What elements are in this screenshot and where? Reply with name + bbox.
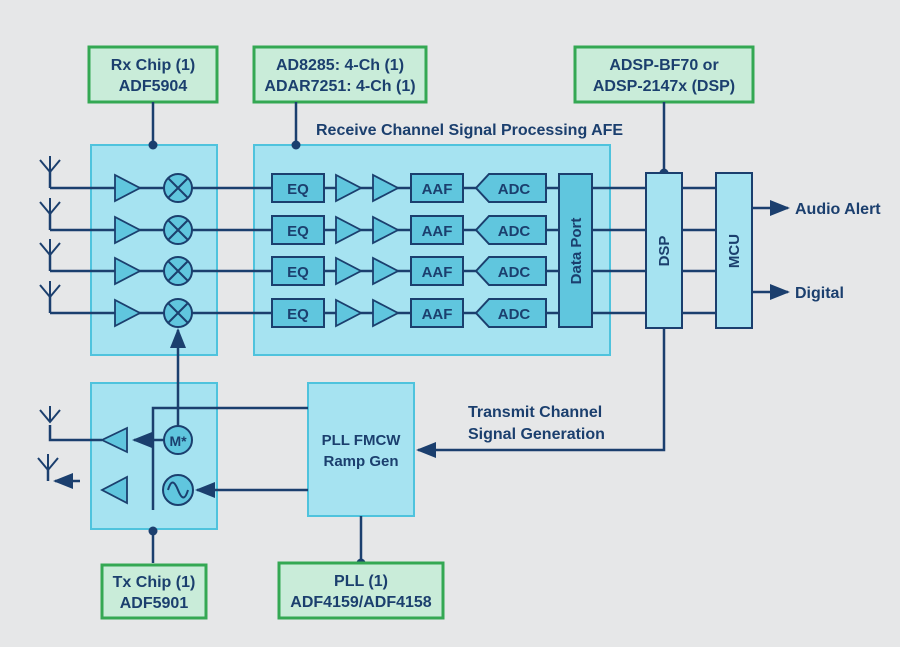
afe-channel-4: EQ AAF ADC — [271, 298, 547, 328]
eq-block — [271, 298, 325, 328]
afe-channel-3: EQ AAF ADC — [271, 256, 547, 286]
antenna-icon — [37, 454, 59, 472]
dsp-chip-name-1: ADSP-BF70 or — [609, 57, 718, 74]
pll-chip-name: PLL (1) — [334, 573, 388, 590]
adc-label: ADC — [498, 223, 531, 240]
pll-block-label-2: Ramp Gen — [323, 453, 398, 470]
audio-alert-label: Audio Alert — [795, 201, 881, 218]
antenna-icon — [39, 406, 61, 424]
tx-label-dot — [148, 526, 158, 536]
pga-amplifier-icon — [372, 256, 400, 286]
rx-chip-label: Rx Chip (1) ADF5904 — [87, 45, 219, 104]
mixer-icon — [163, 256, 193, 286]
eq-label: EQ — [287, 223, 309, 240]
digital-label: Digital — [795, 285, 844, 302]
adc-block — [474, 256, 547, 286]
tx-chip-label: Tx Chip (1) ADF5901 — [100, 563, 208, 620]
antenna-icon — [39, 281, 61, 299]
dsp-block — [645, 172, 683, 329]
pll-chip-part: ADF4159/ADF4158 — [290, 594, 432, 611]
pll-block-label-1: PLL FMCW — [322, 432, 402, 449]
antenna-icon — [39, 239, 61, 257]
afe-chip-name-1: AD8285: 4-Ch (1) — [276, 57, 404, 74]
afe-channel-1: EQ AAF ADC — [271, 173, 547, 203]
antenna-icon — [39, 156, 61, 174]
data-port-block — [558, 173, 593, 328]
rx-chip-part: ADF5904 — [119, 78, 188, 95]
pga-amplifier-icon — [335, 173, 363, 203]
pga-amplifier-icon — [335, 256, 363, 286]
afe-chip-label: AD8285: 4-Ch (1) ADAR7251: 4-Ch (1) — [252, 45, 428, 104]
dsp-to-pll-line — [416, 328, 666, 458]
aaf-block — [410, 298, 464, 328]
pga-amplifier-icon — [335, 298, 363, 328]
pga-amplifier-icon — [372, 173, 400, 203]
adc-label: ADC — [498, 264, 531, 281]
lna-amplifier-icon — [114, 298, 142, 328]
tx-chip-name: Tx Chip (1) — [113, 574, 196, 591]
afe-title: Receive Channel Signal Processing AFE — [316, 122, 623, 139]
pll-chip-label: PLL (1) ADF4159/ADF4158 — [277, 561, 445, 620]
adc-block — [474, 215, 547, 245]
lna-amplifier-icon — [114, 215, 142, 245]
pga-amplifier-icon — [372, 215, 400, 245]
aaf-block — [410, 215, 464, 245]
adc-label: ADC — [498, 181, 531, 198]
aaf-label: AAF — [422, 306, 453, 323]
afe-chip-name-2: ADAR7251: 4-Ch (1) — [264, 78, 415, 95]
tx-chip-part: ADF5901 — [120, 595, 189, 612]
lna-amplifier-icon — [114, 173, 142, 203]
aaf-label: AAF — [422, 264, 453, 281]
dsp-chip-name-2: ADSP-2147x (DSP) — [593, 78, 735, 95]
dsp-chip-label: ADSP-BF70 or ADSP-2147x (DSP) — [573, 45, 755, 104]
modulator-label: M* — [169, 433, 187, 449]
mixer-icon — [163, 215, 193, 245]
pa-amplifier-icon — [99, 426, 128, 454]
adc-block — [474, 298, 547, 328]
mixer-icon — [163, 173, 193, 203]
mixer-icon — [163, 298, 193, 328]
mcu-block — [715, 172, 753, 329]
rx-chip-panel — [90, 144, 218, 356]
pa-amplifier-icon — [100, 475, 128, 505]
aaf-block — [410, 256, 464, 286]
aaf-label: AAF — [422, 223, 453, 240]
pga-amplifier-icon — [335, 215, 363, 245]
aaf-block — [410, 173, 464, 203]
tx-antenna-line-1 — [48, 425, 102, 442]
lna-amplifier-icon — [114, 256, 142, 286]
pga-amplifier-icon — [372, 298, 400, 328]
pll-ramp-gen-block — [307, 382, 415, 517]
data-port-label: Data Port — [568, 218, 585, 285]
afe-label-dot — [291, 140, 301, 150]
eq-block — [271, 173, 325, 203]
afe-channel-2: EQ AAF ADC — [271, 215, 547, 245]
tx-gen-label-1: Transmit Channel — [468, 404, 602, 421]
aaf-label: AAF — [422, 181, 453, 198]
ramp-feed-line — [151, 406, 308, 510]
rx-chip-name: Rx Chip (1) — [111, 57, 195, 74]
dsp-label: DSP — [656, 236, 673, 267]
eq-label: EQ — [287, 264, 309, 281]
eq-label: EQ — [287, 181, 309, 198]
tx-gen-label-2: Signal Generation — [468, 426, 605, 443]
antenna-icon — [39, 198, 61, 216]
rx-label-dot — [148, 140, 158, 150]
modulator-icon: M* — [163, 425, 193, 455]
eq-block — [271, 256, 325, 286]
eq-label: EQ — [287, 306, 309, 323]
adc-block — [474, 173, 547, 203]
adc-label: ADC — [498, 306, 531, 323]
mcu-label: MCU — [726, 234, 743, 268]
vco-sine-icon — [162, 474, 194, 506]
eq-block — [271, 215, 325, 245]
